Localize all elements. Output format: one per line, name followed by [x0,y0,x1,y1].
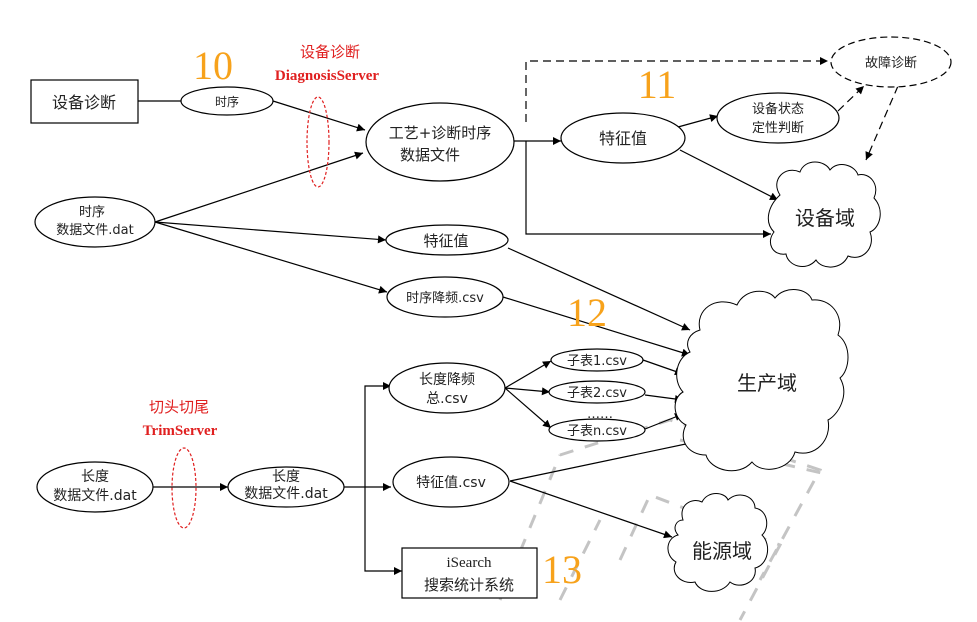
feature-mid-label: 特征值 [423,232,468,250]
energy-domain-label: 能源域 [692,539,752,563]
production-domain-label: 生产域 [737,371,797,395]
feature-top-node[interactable]: 特征值 [560,112,686,164]
length-dat-input-node[interactable]: 长度 数据文件.dat [36,461,154,513]
timing-downsample-node[interactable]: 时序降频.csv [386,276,504,318]
length-dat-in-line2: 数据文件.dat [53,488,137,504]
process-diag-line1: 工艺+诊断时序 [389,124,492,142]
device-state-node[interactable]: 设备状态 定性判断 [716,92,840,144]
feature-csv-label: 特征值.csv [416,475,486,491]
isearch-line2: 搜索统计系统 [424,576,514,594]
isearch-box[interactable]: iSearch 搜索统计系统 [401,547,538,599]
process-diag-line2: 数据文件 [400,146,460,164]
diagnosis-server-en: DiagnosisServer [275,68,380,84]
length-dat-out-line2: 数据文件.dat [244,486,328,502]
step-number-11: 11 [638,62,677,107]
length-downsample-node[interactable]: 长度降频 总.csv [388,362,506,414]
device-diagnosis-box[interactable]: 设备诊断 [30,79,139,124]
device-domain-cloud[interactable]: 设备域 [767,161,881,268]
sub-table-ellipsis: …… [587,407,613,422]
edges [138,57,899,575]
sub-table-2-node[interactable]: 子表2.csv [548,380,646,404]
sub-table-n-label: 子表n.csv [567,424,627,439]
isearch-line1: iSearch [447,555,492,571]
energy-domain-cloud[interactable]: 能源域 [667,493,769,592]
device-state-line2: 定性判断 [752,121,804,136]
length-dat-output-node[interactable]: 长度 数据文件.dat [227,466,345,508]
device-state-line1: 设备状态 [752,101,804,117]
trim-server-marker [171,447,197,529]
timing-downsample-label: 时序降频.csv [406,291,484,306]
step-number-12: 12 [567,290,607,335]
length-downsample-line1: 长度降频 [419,372,475,388]
trim-server-cn: 切头切尾 [149,398,209,416]
timing-node-small[interactable]: 时序 [180,86,274,116]
device-diagnosis-label: 设备诊断 [52,93,116,112]
timing-label: 时序 [215,94,239,109]
timing-dat-node[interactable]: 时序 数据文件.dat [34,196,156,248]
feature-mid-node[interactable]: 特征值 [385,224,509,256]
timing-dat-line2: 数据文件.dat [56,223,133,238]
sub-table-2-label: 子表2.csv [567,386,627,401]
sub-table-n-node[interactable]: 子表n.csv [548,418,646,442]
trim-server-en: TrimServer [143,423,218,439]
fault-diagnosis-node[interactable]: 故障诊断 [830,36,952,88]
fault-diagnosis-label: 故障诊断 [865,56,917,71]
length-dat-in-line1: 长度 [81,469,109,485]
step-number-13: 13 [542,547,582,592]
device-domain-label: 设备域 [795,206,855,230]
feature-csv-node[interactable]: 特征值.csv [392,456,510,508]
sub-table-1-node[interactable]: 子表1.csv [550,348,644,372]
feature-top-label: 特征值 [599,129,647,148]
step-number-10: 10 [193,43,233,88]
production-domain-cloud[interactable]: 生产域 [674,289,849,472]
timing-dat-line1: 时序 [79,205,105,220]
diagnosis-server-marker [306,96,330,188]
sub-table-1-label: 子表1.csv [567,354,627,369]
diagnosis-server-cn: 设备诊断 [300,43,360,61]
process-diag-file-node[interactable]: 工艺+诊断时序 数据文件 [365,102,515,182]
length-dat-out-line1: 长度 [272,469,300,485]
length-downsample-line2: 总.csv [426,391,468,407]
